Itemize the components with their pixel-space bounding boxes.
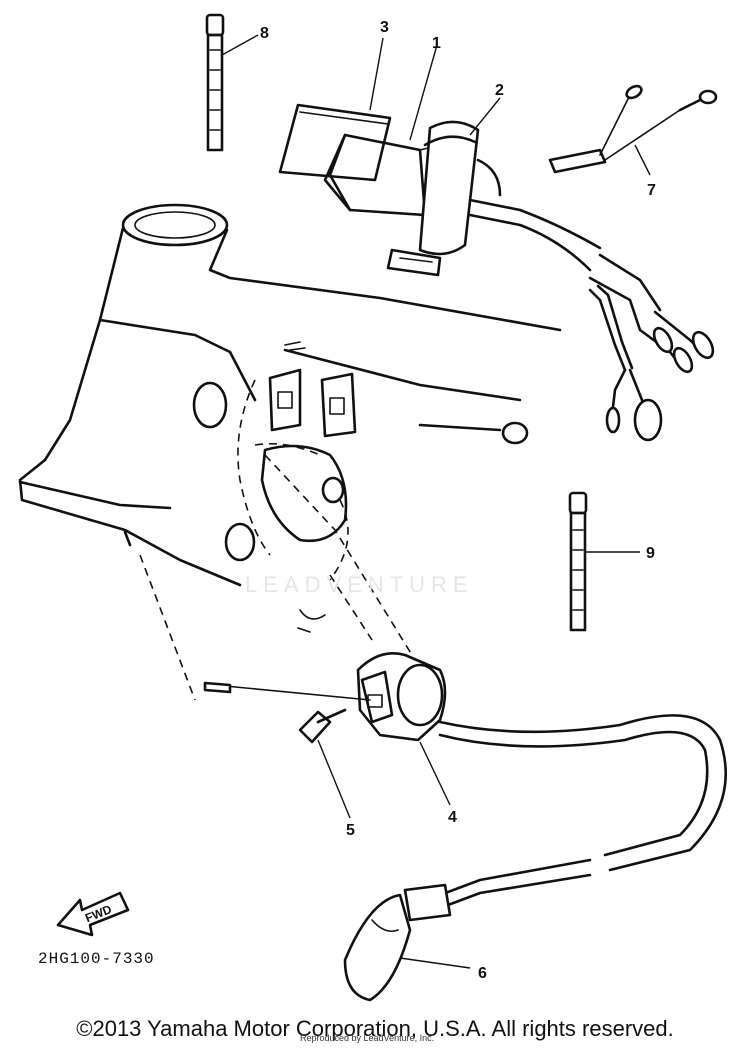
callout-2: 2 [495, 82, 504, 99]
callout-5: 5 [346, 822, 355, 839]
copyright-notice: ©2013 Yamaha Motor Corporation, U.S.A. A… [76, 1016, 674, 1041]
high-tension-cord [438, 714, 727, 907]
callout-6: 6 [478, 965, 487, 982]
callout-9: 9 [646, 545, 655, 562]
cable-tie-lower [568, 491, 588, 632]
diagram-part-code: 2HG100-7330 [38, 950, 155, 968]
callout-4: 4 [448, 809, 457, 826]
callout-8: 8 [260, 25, 269, 42]
mounting-screw [298, 708, 347, 744]
band-holder [386, 120, 502, 277]
callout-7: 7 [647, 182, 656, 199]
cdi-wire-harness [468, 198, 715, 442]
reproduced-by-note: Reproduced by LeadVenture, Inc. [300, 1033, 435, 1043]
frame-head-pipe [18, 203, 562, 633]
spark-plug-cap [343, 883, 452, 1002]
callout-labels: 1 2 3 4 5 6 7 8 9 [260, 19, 656, 982]
fwd-arrow-icon: FWD [56, 891, 130, 937]
phantom-lines [139, 379, 413, 701]
cable-tie-upper [205, 13, 225, 152]
callout-1: 1 [432, 35, 441, 52]
callout-3: 3 [380, 19, 389, 36]
callout-leaders [221, 34, 651, 969]
lead-wire [548, 84, 718, 174]
leadventure-watermark: LEADVENTURE [245, 572, 474, 597]
damper-pad [278, 103, 392, 182]
ignition-coil [203, 652, 447, 742]
